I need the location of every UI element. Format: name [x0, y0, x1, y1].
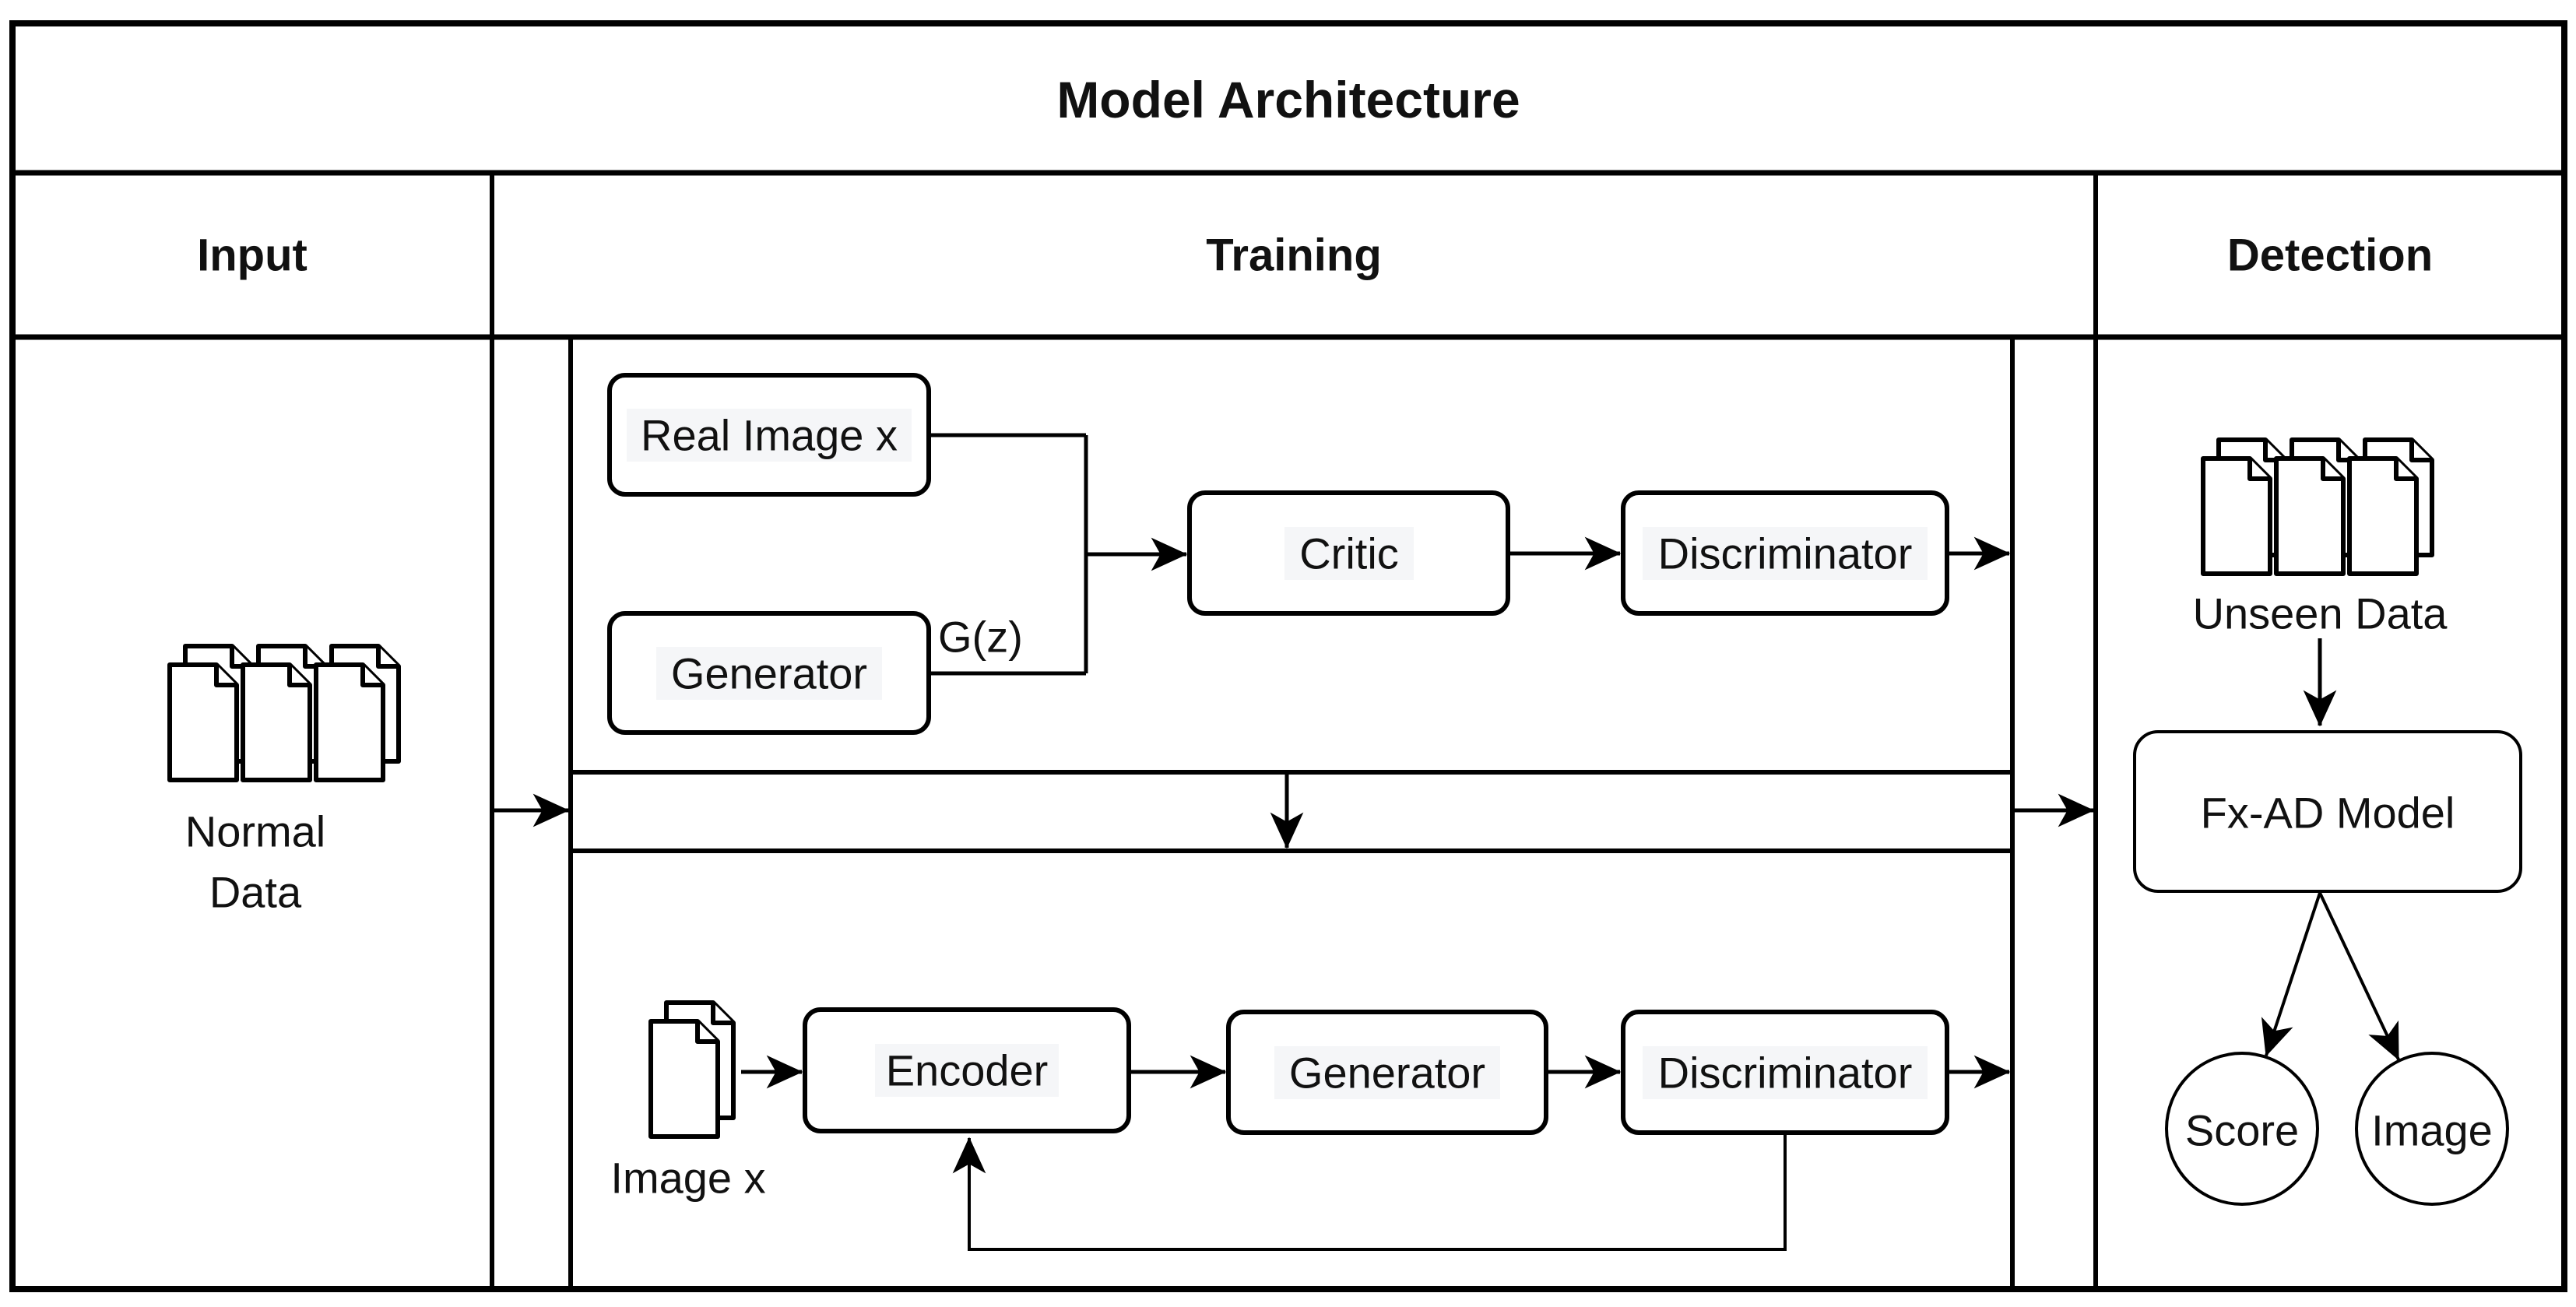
edge-label-gz: G(z) [938, 613, 1023, 662]
feedback-arrow-discriminator-to-encoder [952, 1133, 1787, 1251]
training-bottom-flow: Image x Encoder Generator Discriminator [610, 1003, 2011, 1251]
input-data-label-line1: Normal [185, 807, 325, 856]
node-image-label: Image [2371, 1106, 2493, 1155]
document-stack-icon [170, 646, 399, 780]
document-pair-icon [651, 1003, 733, 1137]
training-top-flow: Real Image x Generator G(z) Critic Discr… [607, 373, 2011, 735]
detection-column: Unseen Data Fx-AD Model Score Image [2133, 440, 2522, 1206]
node-score-label: Score [2185, 1106, 2299, 1155]
arrow-model-to-score [2261, 892, 2321, 1057]
node-fx-ad-model [2133, 730, 2522, 893]
node-generator-top-label: Generator [671, 649, 867, 698]
node-discriminator-bottom-label: Discriminator [1658, 1049, 1913, 1098]
input-data-label-line2: Data [209, 868, 302, 917]
unseen-data-label: Unseen Data [2193, 589, 2448, 638]
label-bg [627, 409, 912, 462]
label-bg [875, 1044, 1059, 1097]
arrow-model-to-image [2318, 892, 2400, 1061]
node-discriminator-top-label: Discriminator [1658, 529, 1913, 578]
node-fx-ad-model-label: Fx-AD Model [2201, 789, 2455, 838]
training-column: Real Image x Generator G(z) Critic Discr… [568, 335, 2095, 1291]
page-title: Model Architecture [1056, 71, 1520, 128]
label-bg [656, 647, 882, 700]
label-bg [1643, 1046, 1928, 1099]
node-critic-label: Critic [1299, 529, 1399, 578]
node-real-image-x-label: Real Image x [641, 411, 898, 460]
training-inner-container [568, 335, 2015, 1291]
image-x-label: Image x [610, 1154, 765, 1203]
label-bg [1284, 527, 1414, 580]
label-bg [1643, 527, 1928, 580]
document-stack-icon [2203, 440, 2432, 574]
node-encoder-label: Encoder [886, 1046, 1049, 1095]
node-generator-bottom-label: Generator [1289, 1049, 1485, 1098]
input-column: Normal Data [170, 646, 570, 917]
node-image [2355, 1052, 2509, 1206]
column-header-training: Training [1206, 230, 1382, 281]
node-score [2165, 1052, 2319, 1206]
column-header-detection: Detection [2227, 230, 2433, 281]
label-bg [1274, 1046, 1500, 1099]
column-header-input: Input [197, 230, 308, 281]
